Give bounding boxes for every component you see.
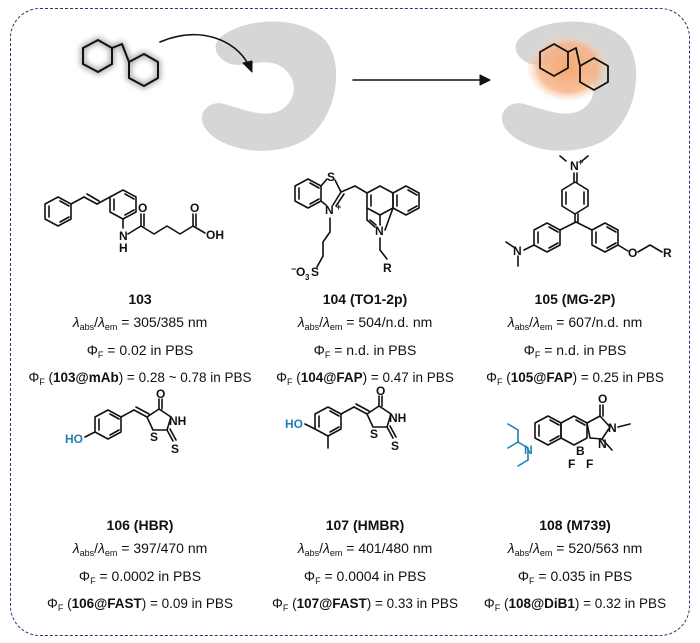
- svg-text:S: S: [150, 430, 158, 444]
- protein-shape-1: [201, 21, 337, 151]
- quantum-yield-free: ΦF = 0.035 in PBS: [517, 568, 633, 586]
- svg-text:+: +: [336, 202, 341, 212]
- quantum-yield-bound: ΦF (103@mAb) = 0.28 ~ 0.78 in PBS: [28, 370, 252, 388]
- svg-text:F: F: [568, 457, 575, 471]
- structure-107: HO O NH S S: [285, 384, 406, 453]
- svg-text:NH: NH: [389, 411, 406, 425]
- quantum-yield-free: ΦF = 0.0004 in PBS: [303, 568, 427, 586]
- svg-text:R: R: [663, 246, 672, 260]
- compound-name: 106 (HBR): [106, 517, 174, 533]
- caption-103: 103 λabs/λem = 305/385 nm ΦF = 0.02 in P…: [25, 292, 255, 398]
- dashed-frame: [10, 8, 690, 636]
- svg-text:3: 3: [305, 273, 310, 282]
- svg-text:O: O: [138, 201, 147, 215]
- structure-103: N H O O OH: [44, 189, 224, 255]
- scheme-diagram: [80, 21, 637, 151]
- structure-108: N O N N B F F: [507, 392, 631, 471]
- svg-text:F: F: [586, 457, 593, 471]
- structure-106: HO O NH S S: [65, 387, 186, 456]
- svg-text:S: S: [171, 442, 179, 456]
- svg-text:O: O: [296, 265, 305, 279]
- wavelength-line: λabs/λem = 305/385 nm: [72, 314, 208, 332]
- quantum-yield-bound: ΦF (106@FAST) = 0.09 in PBS: [47, 596, 233, 614]
- bound-dye-glow-icon: [526, 34, 610, 102]
- svg-text:O: O: [598, 392, 607, 406]
- quantum-yield-free: ΦF = 0.0002 in PBS: [78, 568, 202, 586]
- quantum-yield-free: ΦF = n.d. in PBS: [313, 342, 417, 360]
- svg-text:S: S: [370, 427, 378, 441]
- svg-text:N: N: [598, 437, 607, 451]
- structure-104: S N + N R − O 3 S: [291, 170, 420, 282]
- quantum-yield-bound: ΦF (107@FAST) = 0.33 in PBS: [272, 596, 458, 614]
- compound-name: 108 (M739): [539, 517, 611, 533]
- svg-text:−: −: [291, 264, 296, 274]
- svg-text:N: N: [608, 421, 617, 435]
- svg-text:O: O: [376, 384, 385, 398]
- caption-108: 108 (M739) λabs/λem = 520/563 nm ΦF = 0.…: [460, 518, 690, 624]
- compound-name: 104 (TO1-2p): [322, 291, 408, 307]
- svg-text:S: S: [327, 170, 335, 184]
- wavelength-line: λabs/λem = 607/n.d. nm: [507, 314, 643, 332]
- svg-text:R: R: [383, 261, 392, 275]
- svg-text:B: B: [576, 444, 585, 458]
- svg-text:NH: NH: [169, 414, 186, 428]
- compound-name: 105 (MG-2P): [534, 291, 616, 307]
- svg-text:N: N: [524, 443, 533, 457]
- svg-text:N: N: [570, 159, 579, 173]
- quantum-yield-free: ΦF = 0.02 in PBS: [86, 342, 194, 360]
- compound-name: 103: [128, 291, 152, 307]
- svg-text:S: S: [391, 439, 399, 453]
- svg-text:H: H: [119, 241, 128, 255]
- svg-text:+: +: [578, 157, 583, 167]
- quantum-yield-bound: ΦF (105@FAP) = 0.25 in PBS: [486, 370, 664, 388]
- svg-text:N: N: [325, 203, 334, 217]
- svg-text:HO: HO: [285, 417, 303, 431]
- svg-text:HO: HO: [65, 432, 83, 446]
- quantum-yield-bound: ΦF (104@FAP) = 0.47 in PBS: [276, 370, 454, 388]
- binding-arrow: [159, 33, 249, 65]
- structure-105: N + N O R: [505, 155, 672, 267]
- compound-name: 107 (HMBR): [325, 517, 405, 533]
- wavelength-line: λabs/λem = 397/470 nm: [72, 540, 208, 558]
- wavelength-line: λabs/λem = 520/563 nm: [507, 540, 643, 558]
- svg-text:O: O: [628, 246, 637, 260]
- wavelength-line: λabs/λem = 504/n.d. nm: [297, 314, 433, 332]
- caption-104: 104 (TO1-2p) λabs/λem = 504/n.d. nm ΦF =…: [250, 292, 480, 398]
- svg-text:N: N: [375, 224, 384, 238]
- caption-107: 107 (HMBR) λabs/λem = 401/480 nm ΦF = 0.…: [250, 518, 480, 624]
- svg-text:O: O: [156, 387, 165, 401]
- wavelength-line: λabs/λem = 401/480 nm: [297, 540, 433, 558]
- svg-text:O: O: [190, 201, 199, 215]
- svg-text:S: S: [311, 265, 319, 279]
- caption-106: 106 (HBR) λabs/λem = 397/470 nm ΦF = 0.0…: [25, 518, 255, 624]
- quantum-yield-free: ΦF = n.d. in PBS: [523, 342, 627, 360]
- caption-105: 105 (MG-2P) λabs/λem = 607/n.d. nm ΦF = …: [460, 292, 690, 398]
- svg-text:N: N: [119, 229, 128, 243]
- svg-text:N: N: [513, 244, 522, 258]
- svg-text:OH: OH: [206, 228, 224, 242]
- free-dye-icon: [80, 37, 161, 89]
- quantum-yield-bound: ΦF (108@DiB1) = 0.32 in PBS: [483, 596, 667, 614]
